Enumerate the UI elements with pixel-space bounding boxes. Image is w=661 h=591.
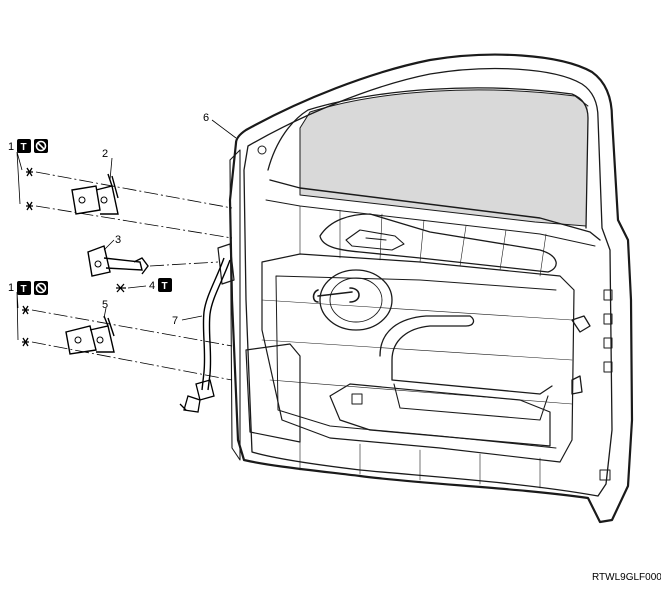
callout-7: 7 [172,315,178,327]
window-regulator-knob [312,287,360,303]
door-window-glass [300,89,588,226]
svg-text:1: 1 [8,282,14,294]
door-inner-flange [243,67,613,497]
door-pocket [329,383,551,447]
figure-code: RTWL9GLF000201 [592,572,661,583]
torque-icon: T [17,281,31,295]
armrest-pocket [393,383,549,421]
svg-text:4: 4 [149,280,155,292]
inside-handle [345,229,405,251]
svg-text:2: 2 [102,148,108,160]
callout-4: 4 T [149,278,172,292]
door-latch [571,315,591,395]
armrest-pull-cup [379,315,553,395]
no-reuse-icon [34,281,48,295]
belt-line [269,179,601,241]
lower-hinge [65,315,115,355]
svg-text:T: T [162,281,168,292]
front-edge-face [229,149,241,461]
svg-text:5: 5 [102,299,108,311]
upper-trim-recess [319,213,557,273]
frame-bolt [257,145,267,155]
upper-hinge [71,173,119,215]
speaker-cone [329,277,383,323]
door-pocket-clip [351,393,363,405]
svg-text:7: 7 [172,315,178,327]
svg-text:T: T [21,142,27,153]
lower-hinge-bolts [22,305,29,347]
surface-mesh [261,205,573,489]
speaker-grille [319,269,393,331]
callout-1-upper: 1 T [8,139,48,153]
svg-text:T: T [21,284,27,295]
callout-2: 2 [102,148,108,160]
torque-icon: T [158,278,172,292]
trim-panel-contour [261,253,575,463]
callout-6: 6 [203,112,209,124]
torque-icon: T [17,139,31,153]
belt-line-lower [265,199,596,247]
door-check-grommet [217,243,235,285]
upper-hinge-bolts [26,167,33,211]
svg-text:6: 6 [203,112,209,124]
check-link-bolt [116,283,126,293]
door-check-link [87,245,149,277]
svg-text:3: 3 [115,234,121,246]
callout-1-lower: 1 T [8,281,48,295]
lower-front-recess [245,343,301,443]
no-reuse-icon [34,139,48,153]
leader-lines [16,119,237,341]
svg-text:1: 1 [8,141,14,153]
door-outer-outline [228,53,634,524]
wiring-harness [179,257,231,413]
callout-3: 3 [115,234,121,246]
alignment-lines [31,171,233,381]
rear-edge-slots [599,289,613,481]
callout-5: 5 [102,299,108,311]
door-assembly [217,53,634,524]
